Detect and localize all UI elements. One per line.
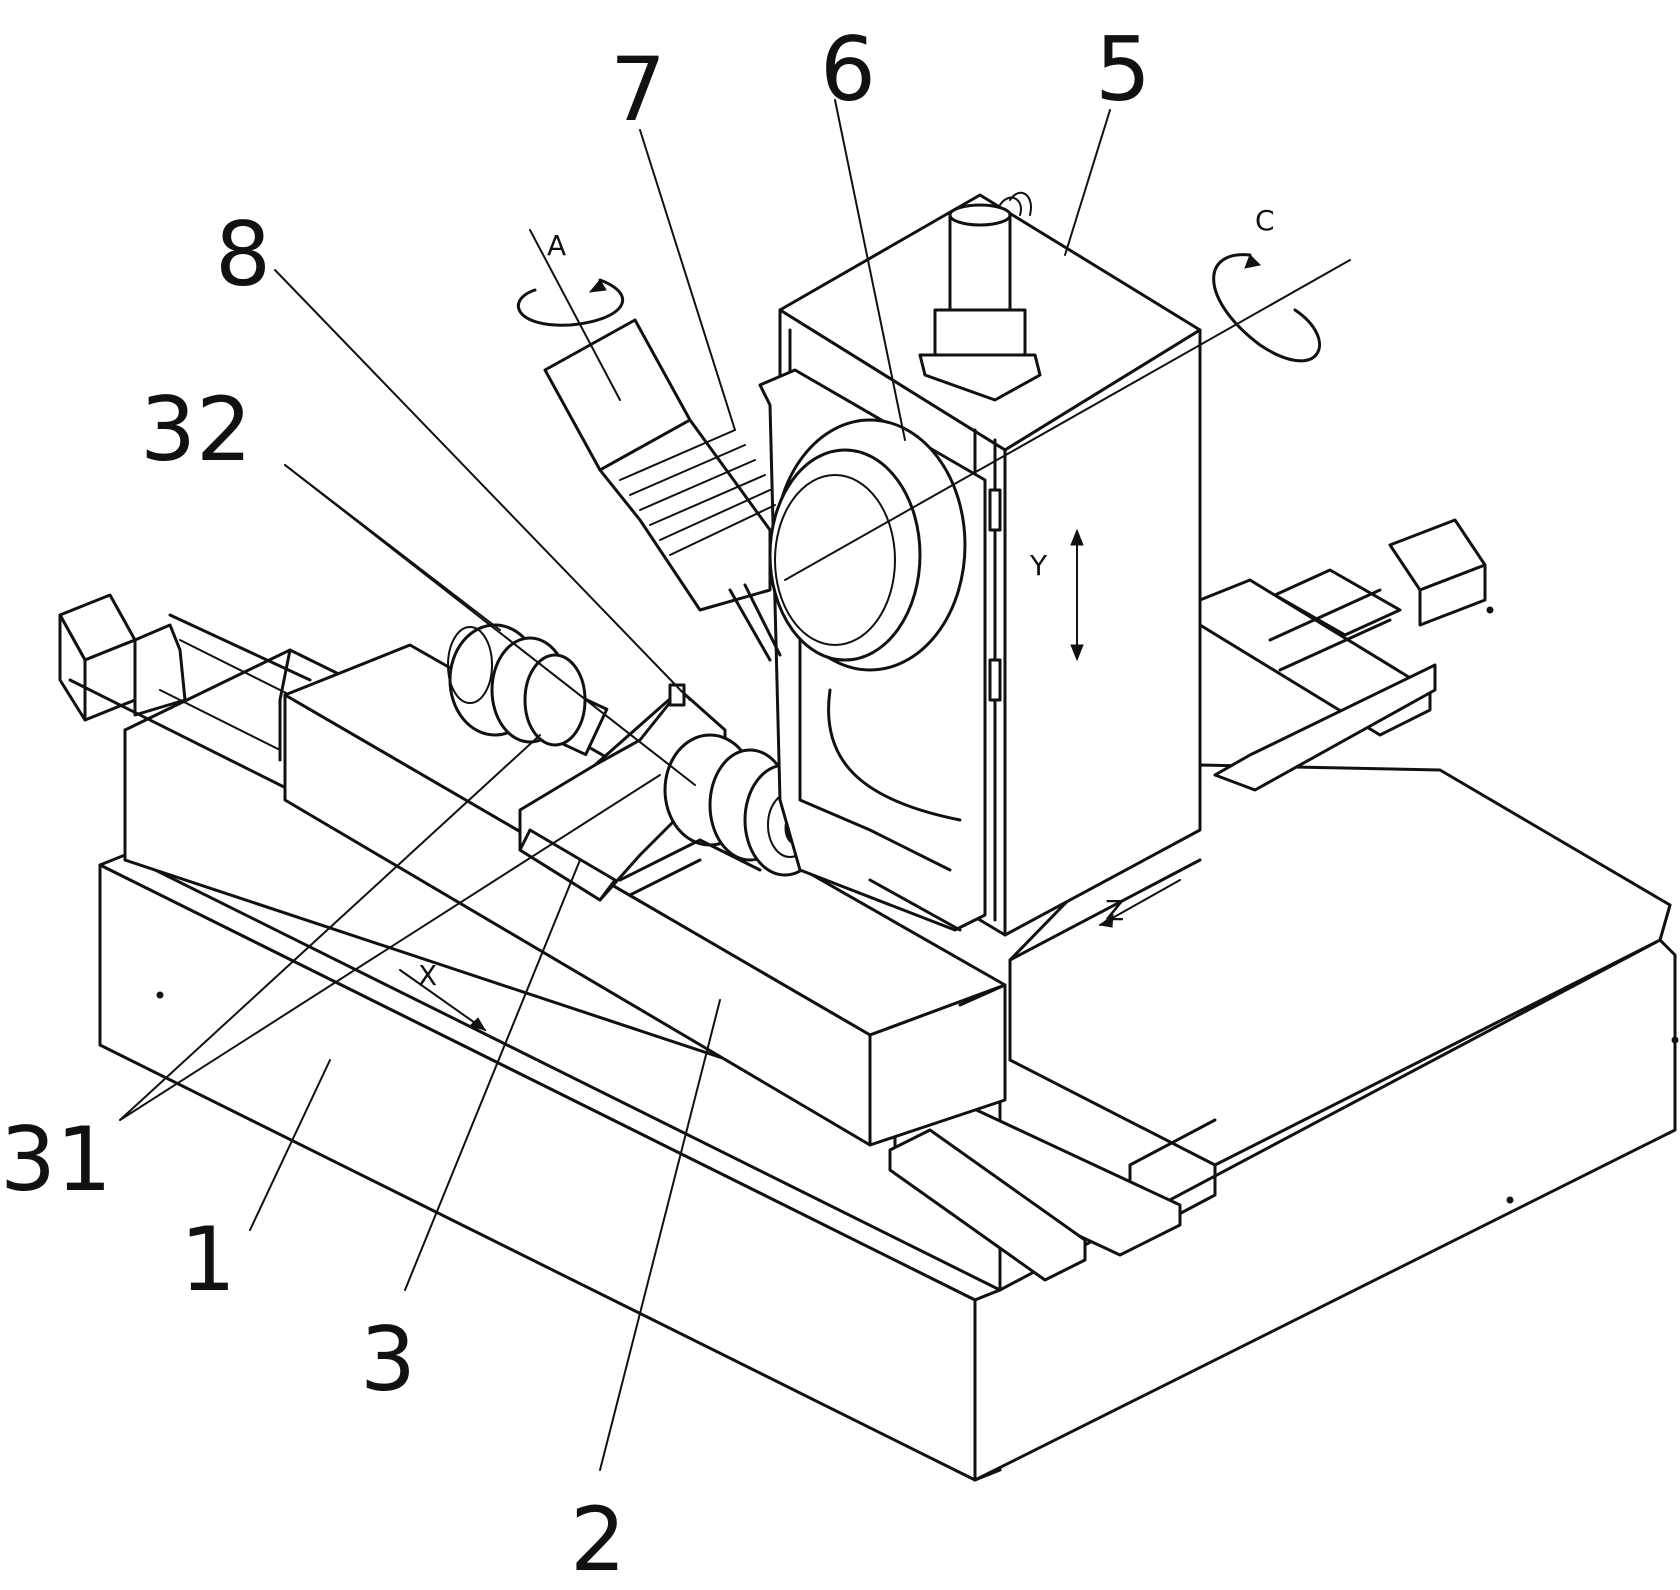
label-31: 31 bbox=[0, 1108, 112, 1211]
rack-track-back bbox=[1200, 520, 1485, 790]
label-6: 6 bbox=[820, 18, 876, 121]
label-32: 32 bbox=[140, 378, 252, 481]
label-7: 7 bbox=[610, 38, 666, 141]
label-3: 3 bbox=[360, 1308, 416, 1411]
axis-c-label: C bbox=[1255, 204, 1275, 237]
axis-z-label: Z bbox=[1105, 894, 1124, 927]
axis-a-label: A bbox=[547, 229, 566, 262]
label-8: 8 bbox=[215, 203, 271, 306]
axis-x-label: X bbox=[418, 959, 437, 992]
axis-y-label: Y bbox=[1029, 549, 1048, 582]
label-2: 2 bbox=[570, 1488, 626, 1590]
label-1: 1 bbox=[180, 1208, 236, 1311]
label-5: 5 bbox=[1095, 18, 1151, 121]
